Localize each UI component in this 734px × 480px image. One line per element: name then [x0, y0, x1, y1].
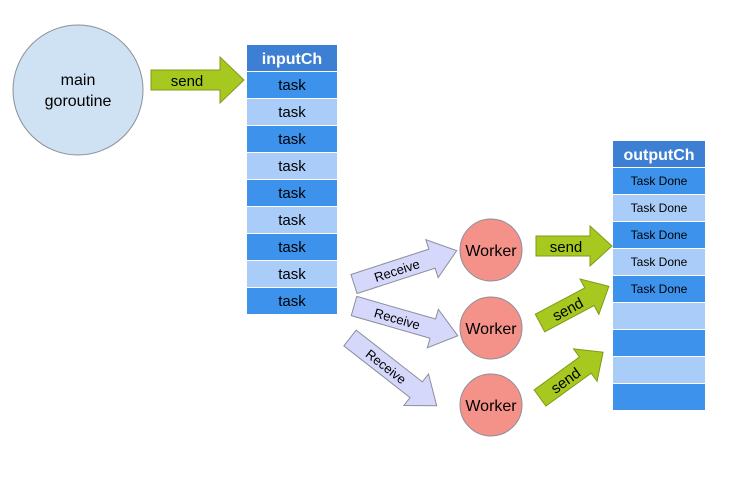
output-channel-cell: [613, 249, 705, 275]
worker-send-arrows: send send send: [533, 224, 613, 407]
input-channel-cell-label: task: [278, 266, 306, 283]
input-channel-cell-label: task: [278, 239, 306, 256]
main-goroutine-node: main goroutine: [12, 24, 144, 156]
main-goroutine-circle: [12, 24, 144, 156]
input-channel: inputCh tasktasktasktasktasktasktasktask…: [247, 45, 337, 314]
main-send-arrow-shape: [150, 55, 245, 105]
output-channel-cell: [613, 168, 705, 194]
worker-send-arrow-shape: [533, 348, 604, 407]
output-channel-cell: [613, 303, 705, 329]
receive-arrow: Receive: [350, 238, 458, 295]
input-channel-cell: [247, 261, 337, 287]
output-channel-cell-label: Task Done: [631, 174, 688, 188]
output-channel-cell: [613, 276, 705, 302]
worker-circle: [459, 296, 523, 360]
receive-arrow-shape: [343, 329, 438, 407]
input-channel-title: inputCh: [262, 51, 322, 68]
input-channel-cell-label: task: [278, 293, 306, 310]
main-goroutine-label-line1: main: [61, 72, 96, 89]
output-channel-cell: [613, 384, 705, 410]
worker-label: Worker: [465, 321, 517, 338]
input-channel-header: [247, 45, 337, 71]
worker-send-arrow-label: send: [550, 239, 583, 256]
worker-circle: [459, 218, 523, 282]
worker-send-arrow: send: [533, 348, 604, 407]
output-channel-title: outputCh: [623, 147, 694, 164]
input-channel-cell-label: task: [278, 131, 306, 148]
receive-arrow-shape: [350, 295, 459, 349]
input-channel-cell-label: task: [278, 158, 306, 175]
input-channel-cell: [247, 153, 337, 179]
input-channel-cell: [247, 288, 337, 314]
input-channel-cells: task task task task task task task task task: [247, 72, 337, 314]
main-send-arrow-label: send: [171, 73, 204, 90]
worker-send-arrow-shape: [535, 224, 613, 268]
output-channel-cell-label: Task Done: [631, 201, 688, 215]
output-channel-cell-label: Task Done: [631, 228, 688, 242]
main-send-arrow: send: [150, 55, 245, 105]
worker-circle: [459, 373, 523, 437]
output-channel-cell-label: Task Done: [631, 282, 688, 296]
output-channel-cell: [613, 195, 705, 221]
output-channel-cell-label: Task Done: [631, 255, 688, 269]
input-channel-cell-label: task: [278, 77, 306, 94]
input-channel-cell: [247, 72, 337, 98]
output-channel-cell: [613, 357, 705, 383]
input-channel-cell: [247, 180, 337, 206]
input-channel-cell: [247, 207, 337, 233]
output-channel-cell: [613, 330, 705, 356]
output-channel-cell: [613, 222, 705, 248]
input-channel-cell: [247, 126, 337, 152]
input-channel-cell-label: task: [278, 212, 306, 229]
worker-send-arrow: send: [534, 278, 610, 333]
worker-label: Worker: [465, 243, 517, 260]
worker-send-arrow-shape: [534, 278, 610, 333]
output-channel-header: [613, 141, 705, 167]
input-channel-cell-label: task: [278, 104, 306, 121]
input-channel-cell: [247, 234, 337, 260]
main-goroutine-label-line2: goroutine: [45, 93, 112, 110]
worker-send-arrow: send: [535, 224, 613, 268]
input-channel-cell: [247, 99, 337, 125]
receive-arrow-shape: [350, 238, 458, 295]
input-channel-cell-label: task: [278, 185, 306, 202]
worker-label: Worker: [465, 398, 517, 415]
